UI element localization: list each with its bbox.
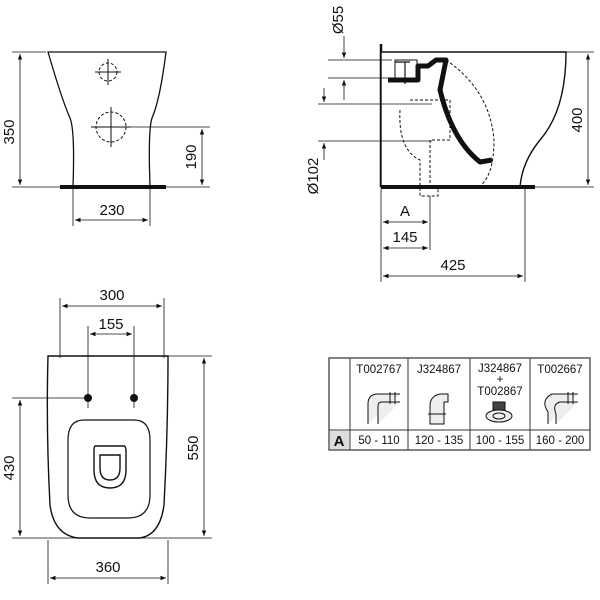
- table-row-label: A: [334, 433, 345, 450]
- bowl-opening-icon: [93, 445, 127, 489]
- front-view: [12, 51, 210, 226]
- bend-connector-icon: [367, 392, 400, 424]
- table-code2-3: T002867: [477, 386, 522, 398]
- table-code-1: T002767: [356, 364, 401, 376]
- side-view-trap: [388, 57, 493, 165]
- outlet-hole-icon: [91, 107, 131, 147]
- dim-label-a: A: [400, 203, 410, 220]
- straight-connector-icon: [428, 393, 449, 425]
- seat-outline: [67, 419, 151, 519]
- dim-top-length-left: 430: [1, 455, 18, 480]
- table-code-3: J324867: [478, 363, 522, 375]
- table-range-3: 100 - 155: [476, 435, 525, 447]
- dim-side-depth: 425: [440, 257, 465, 274]
- dim-top-width: 300: [99, 287, 124, 304]
- offset-connector-icon: [544, 392, 578, 424]
- table-range-4: 160 - 200: [536, 435, 585, 447]
- dim-inlet-diameter: Ø55: [330, 6, 347, 34]
- extension-ring-icon: [485, 401, 513, 423]
- table-range-2: 120 - 135: [415, 435, 464, 447]
- inlet-hole-icon: [95, 59, 121, 85]
- dim-bottom-width: 360: [95, 559, 120, 576]
- table-code-4: T002667: [537, 364, 582, 376]
- table-plus-3: +: [497, 374, 504, 386]
- top-view: [12, 298, 212, 584]
- side-view-trap-dashed: [399, 59, 495, 197]
- dim-outlet-diameter: Ø102: [305, 158, 322, 195]
- table-icons: [367, 392, 578, 425]
- connector-table: [328, 357, 591, 451]
- dim-front-outlet-height: 190: [183, 144, 200, 169]
- table-code-2: J324867: [417, 364, 461, 376]
- side-view: [318, 36, 594, 282]
- dim-front-base-width: 230: [99, 202, 124, 219]
- side-view-outline: [380, 51, 567, 188]
- dim-fixing-spacing: 155: [98, 316, 123, 333]
- dim-top-length-right: 550: [185, 435, 202, 460]
- side-inlet-icon: [394, 59, 418, 81]
- dim-outlet-offset: 145: [392, 229, 417, 246]
- table-range-1: 50 - 110: [358, 435, 399, 447]
- dim-front-height: 350: [1, 119, 18, 144]
- dim-side-height: 400: [569, 107, 586, 132]
